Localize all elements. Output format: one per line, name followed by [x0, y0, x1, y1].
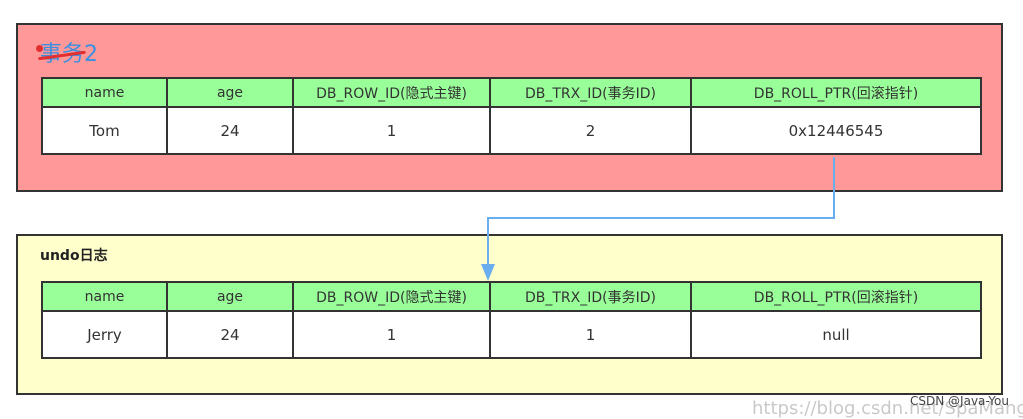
transaction-panel: 事务2 name age DB_ROW_ID(隐式主键) DB_TRX_ID(事…	[16, 23, 1003, 192]
cell-trx-id: 1	[489, 310, 692, 359]
table-header-row: name age DB_ROW_ID(隐式主键) DB_TRX_ID(事务ID)…	[41, 77, 982, 108]
header-cell-roll-ptr: DB_ROLL_PTR(回滚指针)	[690, 281, 982, 312]
cell-row-id: 1	[292, 106, 491, 155]
cell-row-id: 1	[292, 310, 491, 359]
header-cell-trx-id: DB_TRX_ID(事务ID)	[489, 77, 692, 108]
watermark: CSDN @Java-You	[910, 394, 1009, 408]
transaction-number: 2	[84, 42, 99, 67]
cell-trx-id: 2	[489, 106, 692, 155]
header-cell-trx-id: DB_TRX_ID(事务ID)	[489, 281, 692, 312]
header-cell-row-id: DB_ROW_ID(隐式主键)	[292, 77, 491, 108]
transaction-record-table: name age DB_ROW_ID(隐式主键) DB_TRX_ID(事务ID)…	[41, 77, 982, 155]
cell-name: Tom	[41, 106, 168, 155]
roll-pointer-arrow-head	[481, 264, 495, 281]
watermark-url: https://blog.csdn.net/SpaMang	[752, 398, 1023, 419]
table-header-row: name age DB_ROW_ID(隐式主键) DB_TRX_ID(事务ID)…	[41, 281, 982, 312]
cell-name: Jerry	[41, 310, 168, 359]
transaction-title: 事务2	[36, 36, 99, 68]
undo-log-panel: undo日志 name age DB_ROW_ID(隐式主键) DB_TRX_I…	[16, 234, 1003, 395]
header-cell-row-id: DB_ROW_ID(隐式主键)	[292, 281, 491, 312]
cell-age: 24	[166, 106, 294, 155]
table-row: Jerry 24 1 1 null	[41, 310, 982, 359]
header-cell-age: age	[166, 281, 294, 312]
cell-age: 24	[166, 310, 294, 359]
header-cell-age: age	[166, 77, 294, 108]
undo-log-title: undo日志	[40, 248, 108, 264]
roll-pointer-arrow-line	[487, 157, 835, 272]
undo-record-table: name age DB_ROW_ID(隐式主键) DB_TRX_ID(事务ID)…	[41, 281, 982, 359]
header-cell-name: name	[41, 281, 168, 312]
header-cell-roll-ptr: DB_ROLL_PTR(回滚指针)	[690, 77, 982, 108]
header-cell-name: name	[41, 77, 168, 108]
cell-roll-ptr: null	[690, 310, 982, 359]
cell-roll-ptr: 0x12446545	[690, 106, 982, 155]
table-row: Tom 24 1 2 0x12446545	[41, 106, 982, 155]
transaction-title-struck: 事务	[40, 36, 84, 68]
